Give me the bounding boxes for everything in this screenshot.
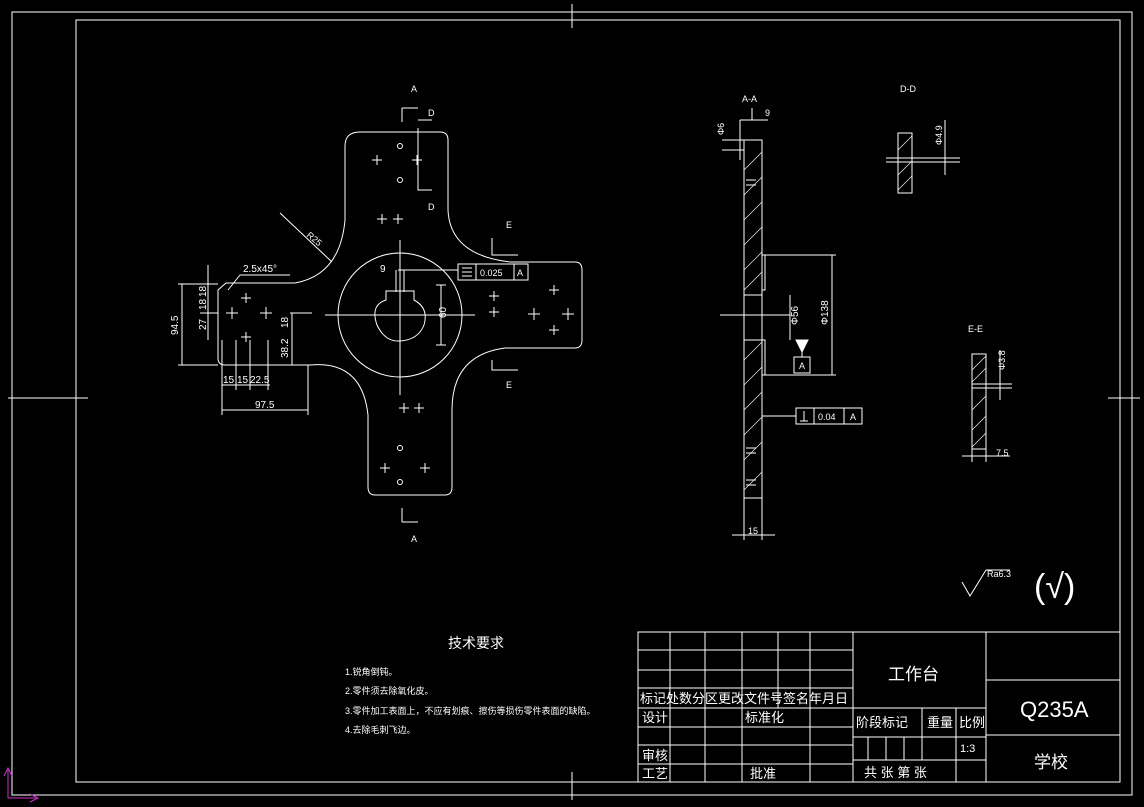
dim-9: 9	[380, 264, 386, 275]
ucs-icon	[3, 766, 40, 803]
flatness-datum: A	[517, 268, 523, 278]
ee-dim-7-5: 7.5	[996, 448, 1009, 458]
tb-weight: 重量	[927, 715, 953, 730]
front-dimension-lines	[178, 212, 529, 415]
aa-hatch	[743, 151, 763, 491]
dim-18c: 18	[280, 316, 291, 328]
section-dd-view	[886, 120, 960, 194]
tb-sheets: 共 张 第 张	[864, 765, 927, 780]
sec-d-bottom: D	[428, 202, 435, 212]
aa-dim-9: 9	[765, 108, 770, 118]
dim-18b: 18	[198, 298, 209, 310]
tech-item-3: 3.零件加工表面上，不应有划痕、擦伤等损伤零件表面的缺陷。	[345, 705, 596, 716]
perp-value: 0.04	[818, 412, 836, 422]
front-view	[217, 107, 583, 523]
tb-headers: 标记处数分区更改文件号签名年月日	[640, 691, 848, 706]
dd-title: D-D	[900, 84, 916, 94]
roughness-label: Ra6.3	[987, 569, 1011, 579]
roughness-symbol	[961, 569, 1010, 597]
title-block	[637, 631, 1121, 783]
sec-a-bottom: A	[411, 534, 417, 544]
dim-94-5: 94.5	[170, 315, 181, 335]
aa-title: A-A	[742, 94, 757, 104]
section-ee-view	[962, 350, 1012, 462]
dim-18a: 18	[198, 285, 209, 297]
tb-approve: 批准	[750, 766, 776, 781]
aa-dim-15: 15	[748, 526, 758, 536]
ee-title: E-E	[968, 324, 983, 334]
dim-27: 27	[198, 318, 209, 330]
dim-15a: 15	[223, 375, 235, 386]
dim-r25: R25	[305, 230, 324, 248]
tech-item-1: 1.锐角倒钝。	[345, 666, 398, 677]
tb-process: 工艺	[642, 766, 668, 781]
tech-title: 技术要求	[448, 635, 504, 651]
dim-38-2: 38.2	[280, 338, 291, 358]
tb-standard: 标准化	[745, 710, 784, 725]
sec-a-top: A	[411, 84, 417, 94]
tb-design: 设计	[642, 710, 668, 725]
tb-review: 审核	[642, 748, 668, 763]
inner-frame	[75, 19, 1121, 783]
sec-d-top: D	[428, 108, 435, 118]
tb-scale-label: 比例	[959, 715, 985, 730]
tech-item-4: 4.去除毛刺飞边。	[345, 724, 416, 735]
tb-part-name: 工作台	[888, 665, 939, 684]
tech-item-2: 2.零件须去除氧化皮。	[345, 685, 434, 696]
flatness-value: 0.025	[480, 268, 503, 278]
aa-dim-phi56: Φ56	[790, 305, 801, 325]
aa-dim-phi6: Φ6	[716, 123, 726, 135]
dd-hatch	[897, 135, 913, 191]
ee-hatch	[971, 355, 987, 448]
dim-chamfer: 2.5x45°	[243, 264, 277, 275]
centering-marks	[8, 4, 1140, 800]
tb-scale-value: 1:3	[960, 743, 975, 755]
dim-15b: 15	[237, 375, 249, 386]
section-aa-view	[720, 108, 863, 540]
perp-datum: A	[850, 412, 856, 422]
roughness-other: (√)	[1034, 568, 1075, 606]
datum-box-a: A	[799, 361, 805, 371]
tb-stage: 阶段标记	[856, 715, 908, 730]
aa-dim-phi138: Φ138	[820, 300, 831, 325]
dim-60: 60	[438, 306, 449, 318]
dim-22-5: 22.5	[250, 375, 270, 386]
sec-e-top: E	[506, 220, 512, 230]
dim-97-5: 97.5	[255, 400, 275, 411]
tb-company: 学校	[1034, 753, 1068, 772]
outer-border	[11, 11, 1133, 796]
tb-material: Q235A	[1020, 697, 1089, 722]
dd-dim-phi4-9: Φ4.9	[934, 125, 944, 145]
sec-e-bottom: E	[506, 380, 512, 390]
ee-dim-phi3-8: Φ3.8	[997, 350, 1007, 370]
